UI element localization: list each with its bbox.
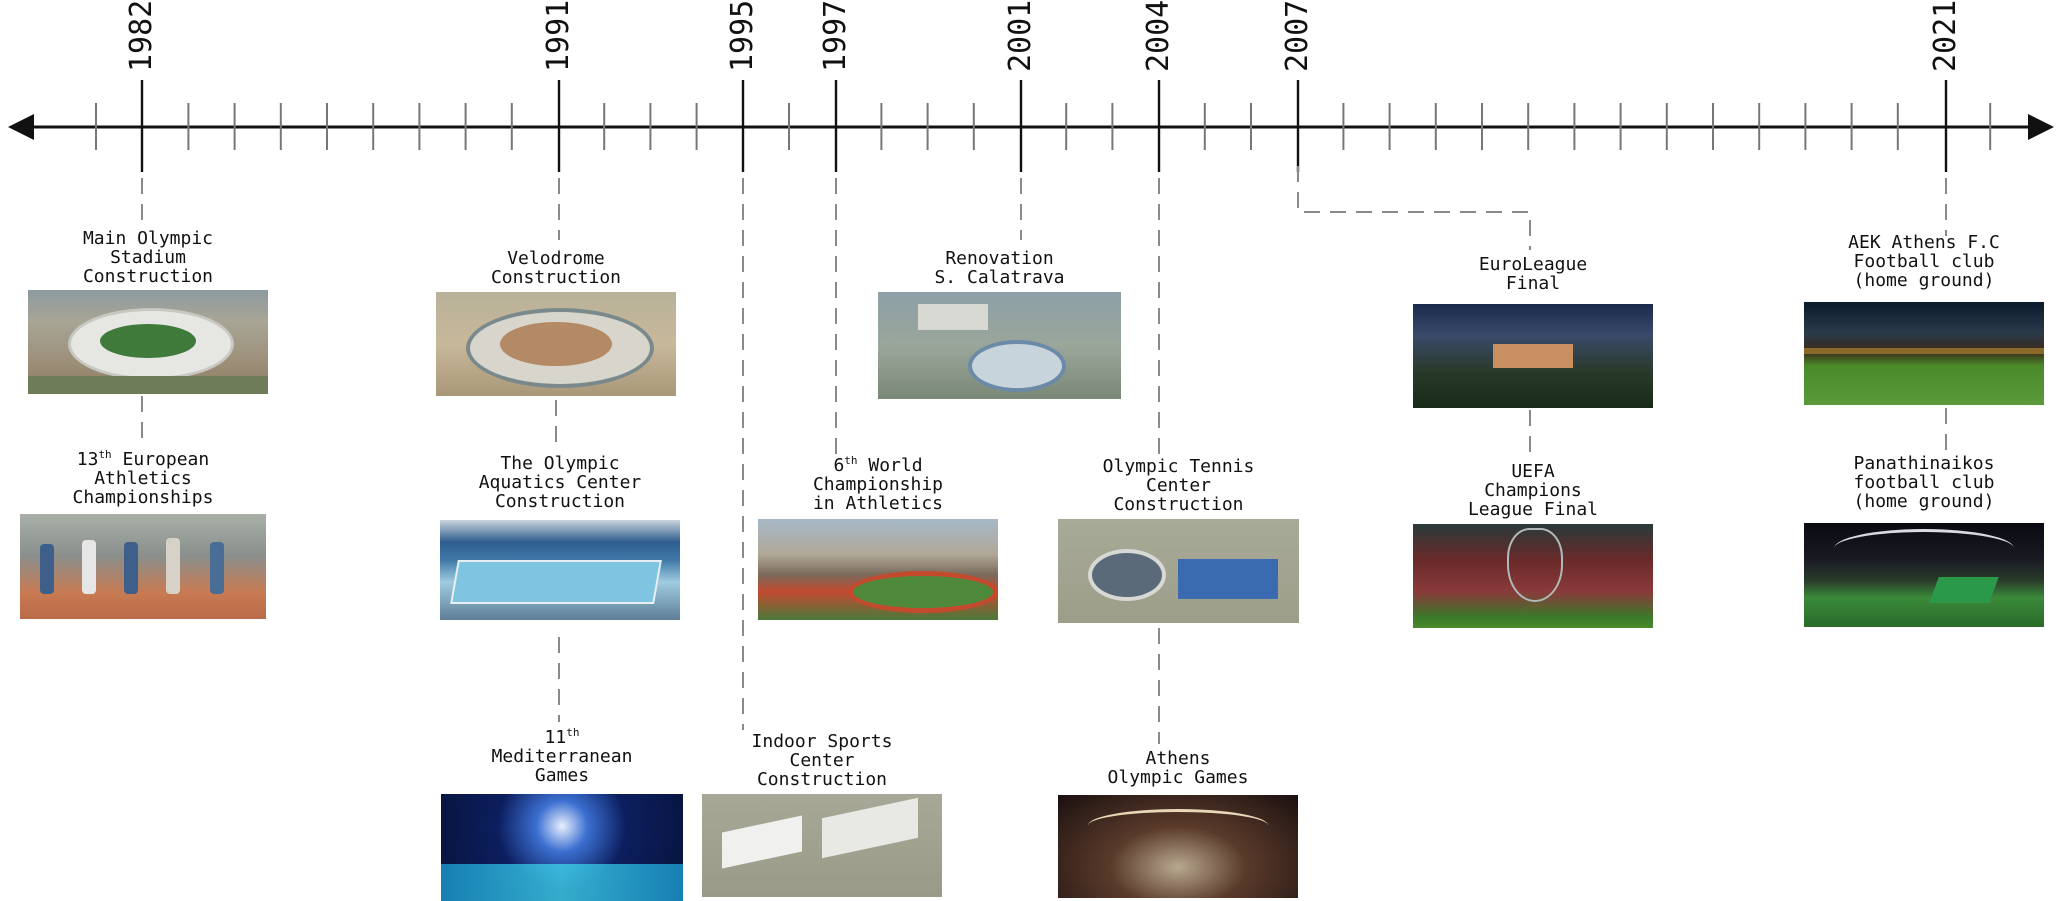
velodrome-aerial-photo [436,292,676,396]
year-label-2021: 2021 [1928,0,1963,72]
event-renovation-calatrava: Renovation S. Calatrava [878,249,1121,399]
indoor-center-aerial-photo [702,794,942,897]
year-label-2007: 2007 [1280,0,1315,72]
year-label-2001: 2001 [1003,0,1038,72]
ceremony-lights-photo [441,794,683,901]
timeline-axis [8,114,2054,140]
year-markers [140,80,1948,172]
event-panathinaikos: Panathinaikos football club (home ground… [1804,454,2044,627]
event-european-athletics: 13th European Athletics Championships [20,448,266,619]
event-aquatics-center: The Olympic Aquatics Center Construction [440,454,680,620]
event-velodrome: Velodrome Construction [436,249,676,396]
right-arrow-icon [2028,114,2054,140]
year-label-1991: 1991 [541,0,576,72]
event-aek-athens: AEK Athens F.C Football club (home groun… [1804,233,2044,405]
event-uefa-champions-league-final: UEFA Champions League Final [1413,462,1653,628]
event-title: AEK Athens F.C Football club (home groun… [1848,232,2000,291]
runners-photo [20,514,266,619]
pool-photo [440,520,680,620]
event-tennis-center: Olympic Tennis Center Construction [1058,457,1299,623]
athletics-stadium-photo [758,519,998,620]
event-mediterranean-games: 11th Mediterranean Games [441,726,683,901]
event-world-championship: 6th World Championship in Athletics [758,454,998,620]
event-title: 6th World Championship in Athletics [812,454,944,514]
event-connectors [141,166,1947,744]
event-title: UEFA Champions League Final [1467,461,1599,520]
event-title: 11th Mediterranean Games [491,726,633,786]
event-title: 13th European Athletics Championships [72,448,214,508]
event-title: Athens Olympic Games [1107,748,1249,788]
event-title: Renovation S. Calatrava [934,248,1065,288]
event-title: Indoor Sports Center Construction [751,731,893,790]
event-euroleague-final: EuroLeague Final [1413,255,1653,408]
basketball-arena-photo [1413,304,1653,408]
year-label-1982: 1982 [124,0,159,72]
event-title: EuroLeague Final [1478,254,1588,294]
panathinaikos-stadium-photo [1804,523,2044,627]
champions-league-stadium-photo [1413,524,1653,628]
event-title: Panathinaikos football club (home ground… [1853,453,1995,512]
event-main-olympic-stadium: Main Olympic Stadium Construction [28,229,268,394]
event-title: Main Olympic Stadium Construction [82,228,214,287]
year-label-1997: 1997 [818,0,853,72]
year-label-1995: 1995 [725,0,760,72]
aek-pitch-photo [1804,302,2044,405]
stadium-aerial-photo [28,290,268,394]
event-indoor-sports-center: Indoor Sports Center Construction [702,732,942,897]
year-label-2004: 2004 [1141,0,1176,72]
tennis-aerial-photo [1058,519,1299,623]
event-athens-olympic-games: Athens Olympic Games [1058,749,1298,898]
renovation-aerial-photo [878,292,1121,399]
olympic-ceremony-photo [1058,795,1298,898]
left-arrow-icon [8,114,34,140]
timeline-ticks [95,103,1992,150]
event-title: The Olympic Aquatics Center Construction [478,453,642,512]
event-title: Velodrome Construction [490,248,622,288]
event-title: Olympic Tennis Center Construction [1102,456,1255,515]
